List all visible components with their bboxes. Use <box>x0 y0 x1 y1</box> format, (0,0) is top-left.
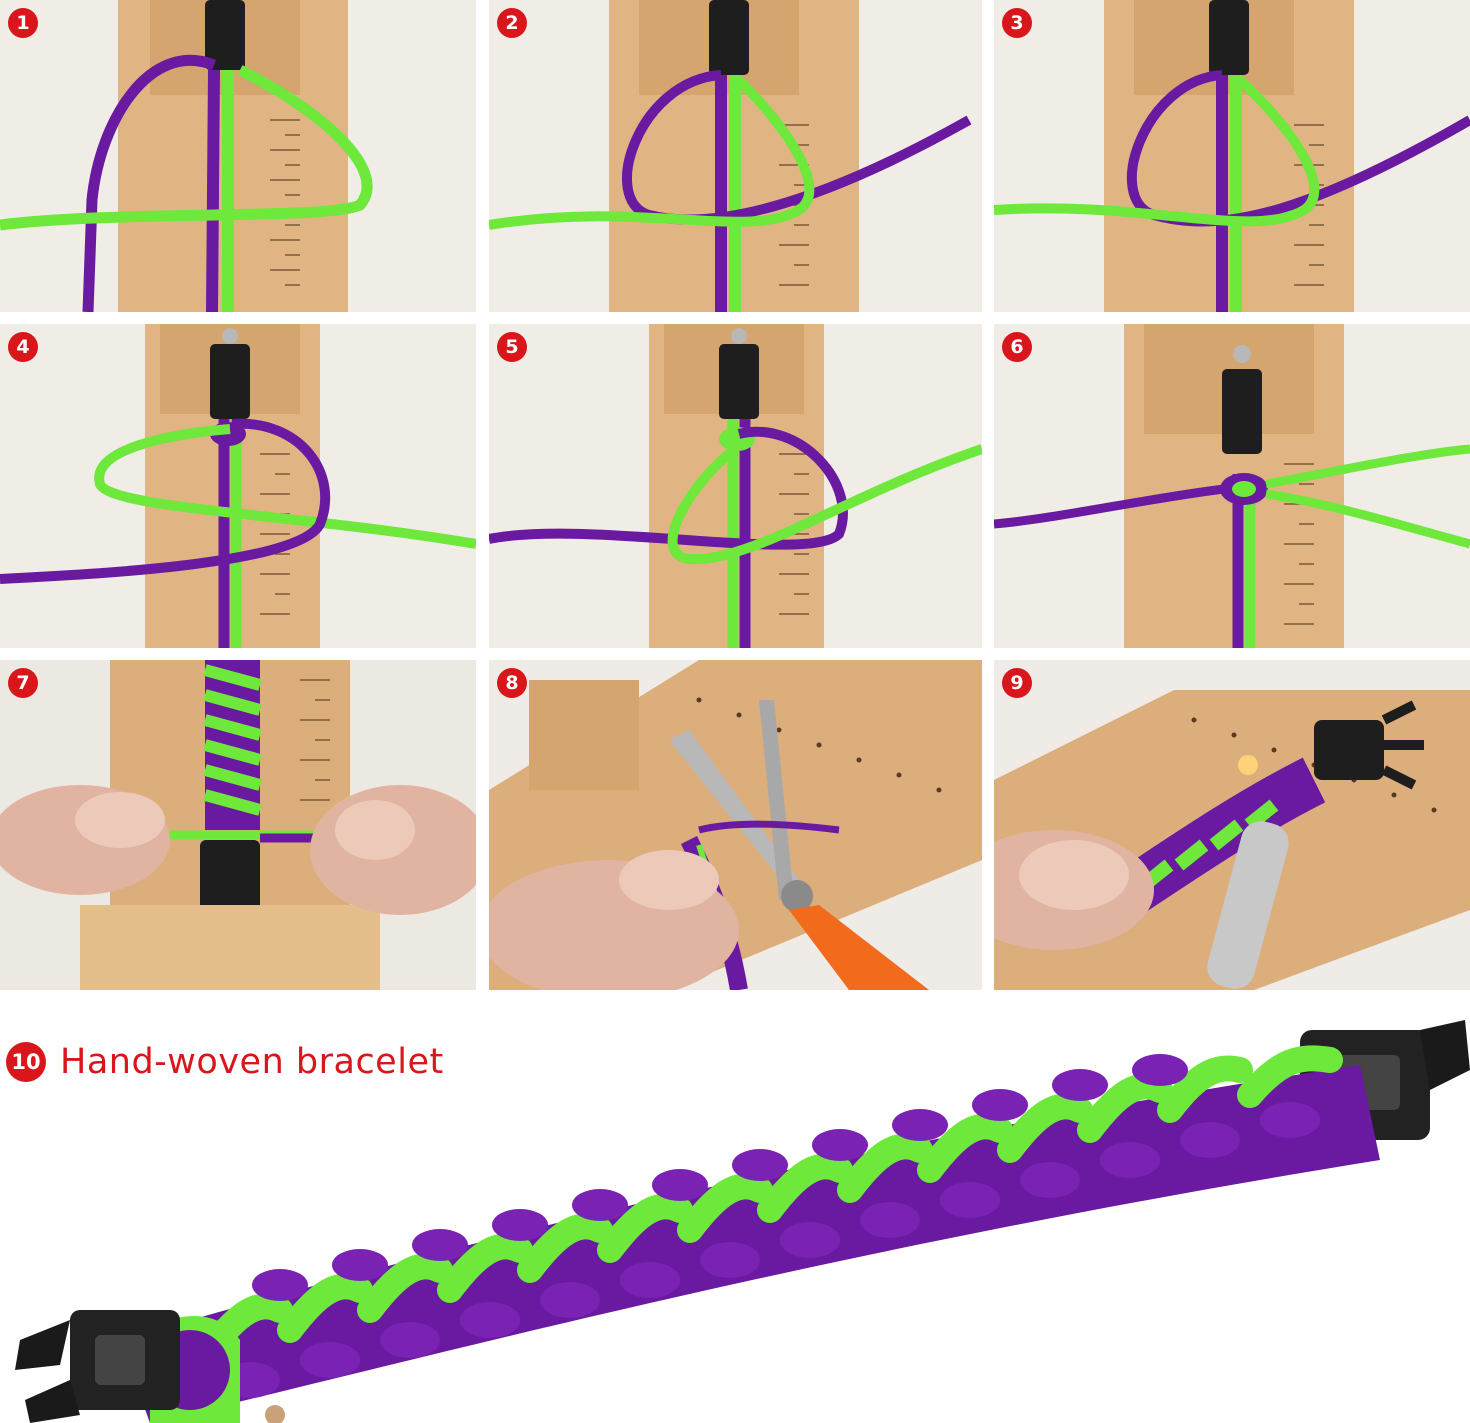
step-8-illustration <box>489 660 982 990</box>
buckle-icon <box>709 0 749 75</box>
finished-bracelet-illustration <box>15 1020 1470 1423</box>
final-step-label: Hand-woven bracelet <box>60 1042 444 1082</box>
step-badge: 9 <box>1002 668 1032 698</box>
step-badge: 10 <box>6 1042 46 1082</box>
step-9-illustration <box>994 660 1470 990</box>
final-step-heading: 10 Hand-woven bracelet <box>6 1040 444 1084</box>
step-4-photo: 4 <box>0 324 476 648</box>
step-badge: 2 <box>497 8 527 38</box>
buckle-icon <box>210 344 250 419</box>
step-9-photo: 9 <box>994 660 1470 990</box>
step-6-illustration <box>994 324 1470 648</box>
step-4-illustration <box>0 324 476 648</box>
buckle-icon <box>1209 0 1249 75</box>
step-6-photo: 6 <box>994 324 1470 648</box>
step-5-photo: 5 <box>489 324 982 648</box>
step-badge: 6 <box>1002 332 1032 362</box>
step-5-illustration <box>489 324 982 648</box>
buckle-icon <box>719 344 759 419</box>
step-badge: 4 <box>8 332 38 362</box>
step-badge: 3 <box>1002 8 1032 38</box>
buckle-icon <box>15 1310 180 1423</box>
step-8-photo: 8 <box>489 660 982 990</box>
step-badge: 5 <box>497 332 527 362</box>
step-7-illustration <box>0 660 476 990</box>
buckle-icon <box>1314 720 1384 780</box>
step-7-photo: 7 <box>0 660 476 990</box>
step-badge: 1 <box>8 8 38 38</box>
buckle-icon <box>205 0 245 70</box>
step-3-photo: 3 <box>994 0 1470 312</box>
step-1-photo: 1 <box>0 0 476 312</box>
step-3-illustration <box>994 0 1470 312</box>
step-badge: 8 <box>497 668 527 698</box>
step-badge: 7 <box>8 668 38 698</box>
buckle-icon <box>1222 369 1262 454</box>
step-2-illustration <box>489 0 982 312</box>
instruction-grid: 1 2 <box>0 0 1470 990</box>
step-2-photo: 2 <box>489 0 982 312</box>
step-1-illustration <box>0 0 476 312</box>
